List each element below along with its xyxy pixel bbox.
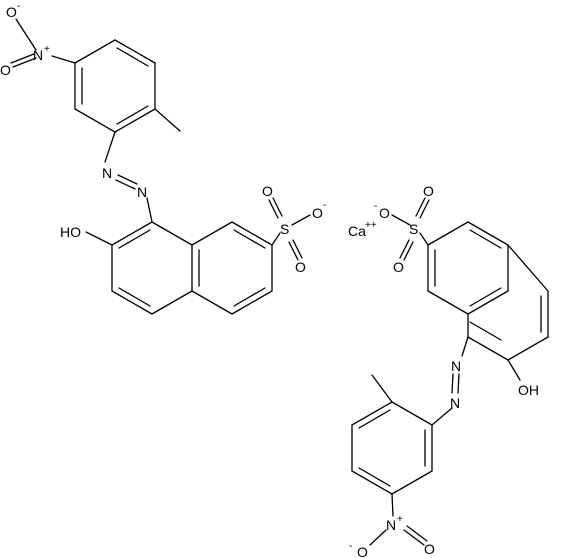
right-sulfonate-o-minus-label: O	[379, 205, 390, 221]
calcium-label: Ca	[348, 223, 366, 239]
right-azo-n2-label: N	[450, 395, 460, 411]
sulfur-label: S	[280, 221, 289, 237]
right-sulfonate-o-bottom-label: O	[393, 259, 404, 275]
sulfonate-o-bottom-label: O	[295, 259, 306, 275]
right-nitro-n-charge-label: +	[397, 514, 403, 525]
sulfonate-o-top-label: O	[262, 183, 273, 199]
right-nitro-o-charge-label: -	[349, 541, 352, 552]
azo-n2-label: N	[137, 184, 147, 200]
sulfonate-o-minus-label: O	[312, 205, 323, 221]
right-sulfur-label: S	[409, 221, 418, 237]
nitro-n-charge-label: +	[44, 44, 50, 55]
right-azo-n1-label: N	[451, 358, 461, 374]
nitro-o-double-label: O	[0, 62, 11, 78]
right-nitro-n-label: N	[386, 517, 396, 533]
right-sulfonate-o-charge-label: -	[374, 201, 377, 212]
right-sulfonate-o-top-label: O	[423, 183, 434, 199]
calcium-charge-label: ++	[365, 220, 377, 231]
right-nitro-o-double-label: O	[424, 541, 435, 557]
nitro-n-label: N	[33, 47, 43, 63]
nitro-o-minus-label: O	[6, 4, 17, 20]
left-anion	[10, 18, 311, 315]
right-nitro-o-minus-label: O	[357, 544, 368, 558]
nitro-o-charge-label: -	[17, 1, 20, 12]
azo-n1-label: N	[102, 165, 112, 181]
sulfonate-o-charge-label: -	[323, 200, 326, 211]
hydroxyl-label: HO	[60, 224, 81, 240]
right-anion	[351, 197, 549, 546]
right-hydroxyl-label: OH	[518, 382, 539, 398]
